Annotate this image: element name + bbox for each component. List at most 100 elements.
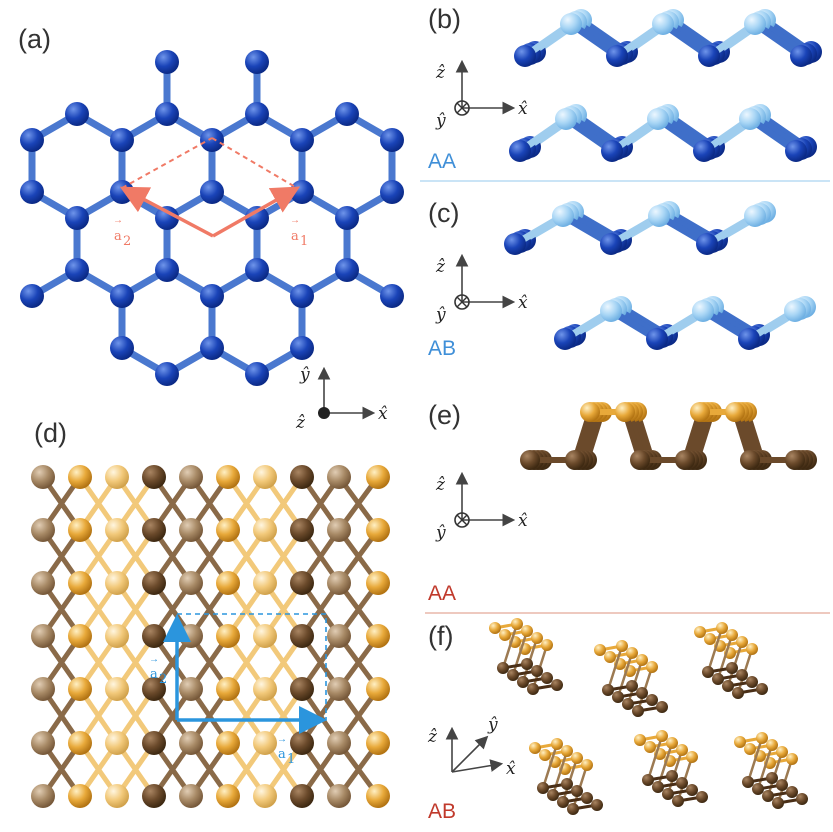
label-a2-arrow: → [149, 654, 159, 665]
atom [756, 683, 768, 695]
atom [366, 571, 390, 595]
x-axis-arrow [451, 759, 504, 773]
atom [68, 571, 92, 595]
atom [529, 742, 541, 754]
atom [734, 736, 746, 748]
atom [514, 45, 536, 67]
atom [31, 784, 55, 808]
atom [65, 206, 89, 230]
atom [565, 450, 585, 470]
label-a1: → a 1 [290, 215, 308, 249]
atom [155, 50, 179, 74]
atom [776, 746, 788, 758]
atom [327, 518, 351, 542]
atom [245, 258, 269, 282]
atom [527, 683, 539, 695]
atom [632, 705, 644, 717]
axis-label: x̂ [506, 759, 516, 779]
atom [335, 102, 359, 126]
panel-d-top-view [31, 465, 390, 808]
label-a2-subscript: 2 [159, 672, 167, 687]
label-a1-subscript: 1 [300, 234, 308, 249]
axis-label: ẑ [295, 413, 306, 433]
panel-label-c: (c) [428, 198, 459, 228]
atom [68, 731, 92, 755]
atom [666, 737, 678, 749]
atom [744, 13, 766, 35]
atom [662, 788, 674, 800]
label-a1: → a 1 [277, 734, 295, 767]
atom [571, 752, 583, 764]
atom [766, 772, 778, 784]
atom [253, 624, 277, 648]
axis-label: x̂ [378, 404, 388, 424]
stacking-label-ab: AB [428, 337, 456, 360]
atom [591, 799, 603, 811]
atom [612, 691, 624, 703]
atom [738, 328, 760, 350]
panel-e-aa-side-view [520, 402, 817, 470]
atom [327, 784, 351, 808]
into-page-icon [456, 514, 468, 526]
panel-a-honeycomb-top-view [20, 50, 404, 386]
atom [179, 465, 203, 489]
atom [216, 784, 240, 808]
axis-label: ẑ [435, 257, 446, 277]
atom [616, 640, 628, 652]
atom [68, 677, 92, 701]
atom [736, 669, 748, 681]
atom [726, 662, 738, 674]
bond [541, 742, 559, 790]
atom [784, 300, 806, 322]
atom [200, 284, 224, 308]
atom [142, 624, 166, 648]
atom [736, 636, 748, 648]
atom [561, 778, 573, 790]
atom [520, 450, 540, 470]
into-page-icon [454, 512, 470, 528]
atom [290, 677, 314, 701]
atom [253, 731, 277, 755]
atom [732, 687, 744, 699]
honeycomb-atoms [20, 50, 404, 386]
axis-label: ŷ [435, 111, 446, 131]
atom [537, 782, 549, 794]
atom [786, 786, 798, 798]
panel-label-d: (d) [34, 418, 67, 448]
atom [772, 797, 784, 809]
label-a1-arrow: → [290, 215, 300, 226]
atom [555, 108, 577, 130]
atom [380, 180, 404, 204]
bond [616, 651, 634, 699]
atom [790, 45, 812, 67]
atom [626, 680, 638, 692]
atom [31, 518, 55, 542]
label-a2-letter: a [114, 229, 122, 244]
atom [327, 624, 351, 648]
atom [752, 783, 764, 795]
atom [581, 759, 593, 771]
atom [636, 654, 648, 666]
lattice-atoms [31, 465, 390, 808]
label-a1-subscript: 1 [287, 752, 295, 767]
atom [20, 128, 44, 152]
atom [786, 753, 798, 765]
atom [20, 284, 44, 308]
atom [785, 450, 805, 470]
atom [571, 785, 583, 797]
atom [646, 694, 658, 706]
atom [110, 336, 134, 360]
atom [642, 774, 654, 786]
atom [541, 639, 553, 651]
atom [560, 13, 582, 35]
atom [31, 624, 55, 648]
stacking-label-ab: AB [428, 800, 456, 823]
atom [290, 624, 314, 648]
label-a2-subscript: 2 [123, 234, 131, 249]
atom [216, 677, 240, 701]
atom [646, 661, 658, 673]
atom [725, 402, 745, 422]
lattice-vector-a2-arrow [119, 186, 214, 238]
panel-f-ab-side-view [489, 618, 808, 815]
atom [327, 731, 351, 755]
